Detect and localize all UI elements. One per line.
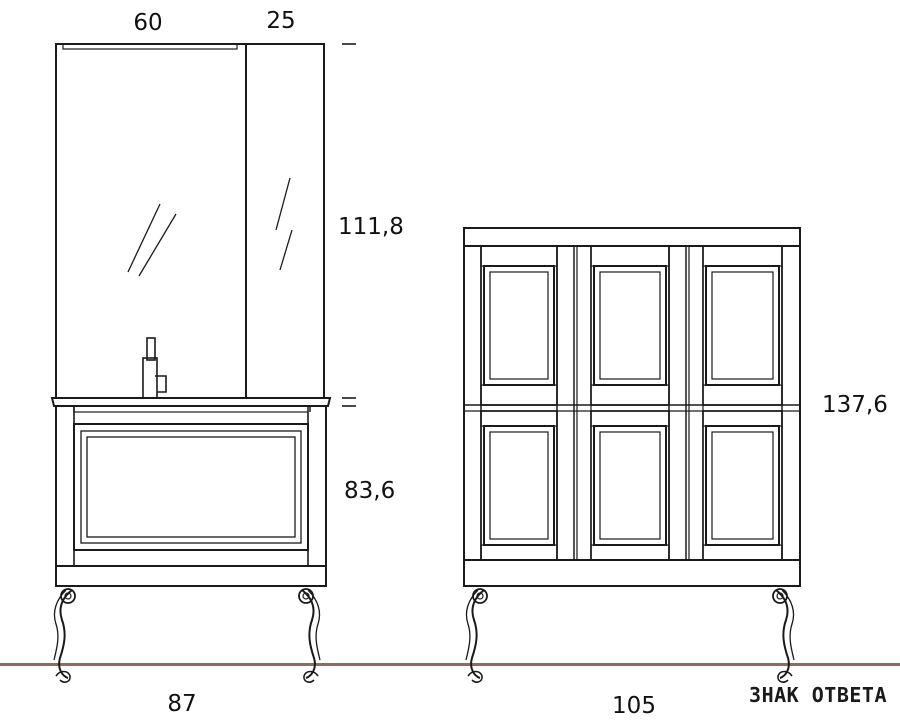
dim-cabinet-width: 25 — [266, 8, 295, 34]
dim-tall-cabinet-height: 137,6 — [822, 392, 888, 418]
tall-cabinet-leg-left — [465, 588, 488, 684]
mirror-side-cabinet — [245, 43, 325, 399]
dim-vanity-set-width: 87 — [167, 691, 196, 717]
mirror — [55, 43, 247, 399]
tall-cabinet-upper-doors — [480, 245, 783, 406]
vanity-leg-left — [53, 588, 76, 684]
tall-cabinet-lower-doors — [480, 410, 783, 561]
dim-mirror-width: 60 — [133, 10, 162, 36]
dim-mirror-height: 111,8 — [338, 214, 404, 240]
dim-tall-cabinet-width: 105 — [612, 693, 656, 719]
watermark: ЗНАК ОТВЕТА — [749, 683, 887, 707]
dimension-ticks — [342, 43, 356, 407]
tall-cabinet-leg-right — [772, 588, 795, 684]
vanity-countertop — [50, 397, 332, 407]
vanity-leg-right — [298, 588, 321, 684]
vanity-plinth — [55, 565, 327, 587]
tall-cabinet — [463, 227, 801, 587]
tall-cabinet-top — [463, 227, 801, 247]
floor-line — [0, 663, 900, 666]
faucet — [142, 337, 167, 399]
vanity-cabinet — [55, 405, 327, 567]
dim-vanity-height: 83,6 — [344, 478, 395, 504]
vanity-set — [50, 43, 332, 587]
